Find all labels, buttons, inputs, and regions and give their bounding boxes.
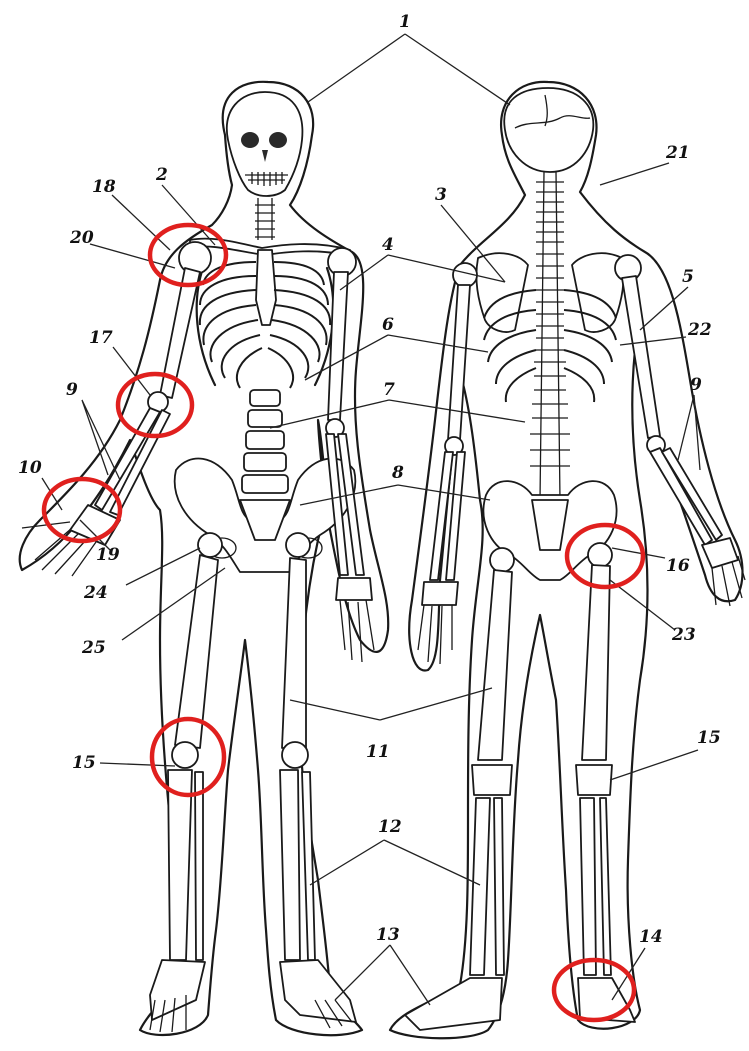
label-16: 16 bbox=[666, 556, 690, 576]
label-11: 11 bbox=[366, 742, 390, 762]
front-cervical-spine bbox=[255, 198, 275, 240]
label-22: 22 bbox=[687, 320, 712, 340]
label-17: 17 bbox=[89, 328, 113, 348]
label-21: 21 bbox=[665, 143, 690, 163]
label-9-left: 9 bbox=[66, 380, 78, 400]
label-18: 18 bbox=[92, 177, 116, 197]
label-6: 6 bbox=[382, 315, 394, 335]
label-8: 8 bbox=[391, 463, 404, 483]
label-12: 12 bbox=[378, 817, 402, 837]
label-25: 25 bbox=[81, 638, 106, 658]
label-4: 4 bbox=[382, 235, 394, 255]
label-3: 3 bbox=[435, 185, 447, 205]
front-lumbar-spine bbox=[242, 390, 288, 493]
label-10: 10 bbox=[18, 458, 42, 478]
label-13: 13 bbox=[376, 925, 400, 945]
front-arm-right bbox=[326, 248, 374, 662]
label-15-right: 15 bbox=[697, 728, 721, 748]
front-eye-socket-right bbox=[269, 132, 287, 148]
label-15-left: 15 bbox=[72, 753, 96, 773]
label-19: 19 bbox=[96, 545, 120, 565]
label-23: 23 bbox=[671, 625, 696, 645]
front-eye-socket-left bbox=[241, 132, 259, 148]
front-figure bbox=[20, 82, 389, 1035]
front-sternum bbox=[256, 250, 276, 325]
front-leg-right bbox=[280, 533, 356, 1028]
back-spine bbox=[530, 172, 570, 500]
number-labels: 1 2 3 4 5 6 7 8 9 9 10 11 12 13 14 15 15… bbox=[18, 12, 721, 947]
label-2: 2 bbox=[155, 165, 168, 185]
label-14: 14 bbox=[639, 927, 663, 947]
label-9-right: 9 bbox=[690, 375, 702, 395]
label-5: 5 bbox=[682, 267, 694, 287]
label-24: 24 bbox=[83, 583, 108, 603]
label-20: 20 bbox=[69, 228, 94, 248]
back-leg-right bbox=[576, 543, 635, 1022]
back-skull bbox=[504, 88, 593, 172]
label-1: 1 bbox=[399, 12, 411, 32]
back-arm-right bbox=[615, 255, 745, 606]
label-7: 7 bbox=[383, 380, 395, 400]
